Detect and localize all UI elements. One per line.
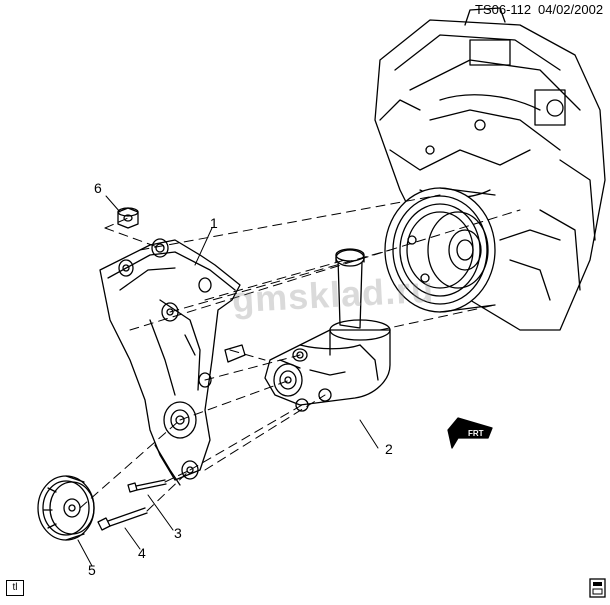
pump-bracket [99, 238, 246, 486]
document-icon [589, 578, 606, 598]
leader-lines [77, 195, 379, 567]
callout-1: 1 [210, 215, 218, 231]
bolt-short [127, 479, 167, 493]
callout-2: 2 [385, 441, 393, 457]
bolt-long [97, 507, 148, 531]
callout-4: 4 [138, 545, 146, 561]
callout-5: 5 [88, 562, 96, 578]
pump-pulley [37, 475, 95, 541]
crankshaft-pulley [384, 187, 496, 313]
power-steering-pump [264, 248, 391, 412]
corner-tag: tl [6, 580, 24, 596]
callout-3: 3 [174, 525, 182, 541]
nut [117, 207, 139, 229]
front-label: FRT [468, 429, 484, 438]
figure-date: 04/02/2002 [538, 2, 604, 17]
callout-6: 6 [94, 180, 102, 196]
front-arrow-icon [447, 417, 493, 449]
figure-id: TS06-112 [475, 2, 532, 17]
alignment-lines [79, 194, 521, 512]
